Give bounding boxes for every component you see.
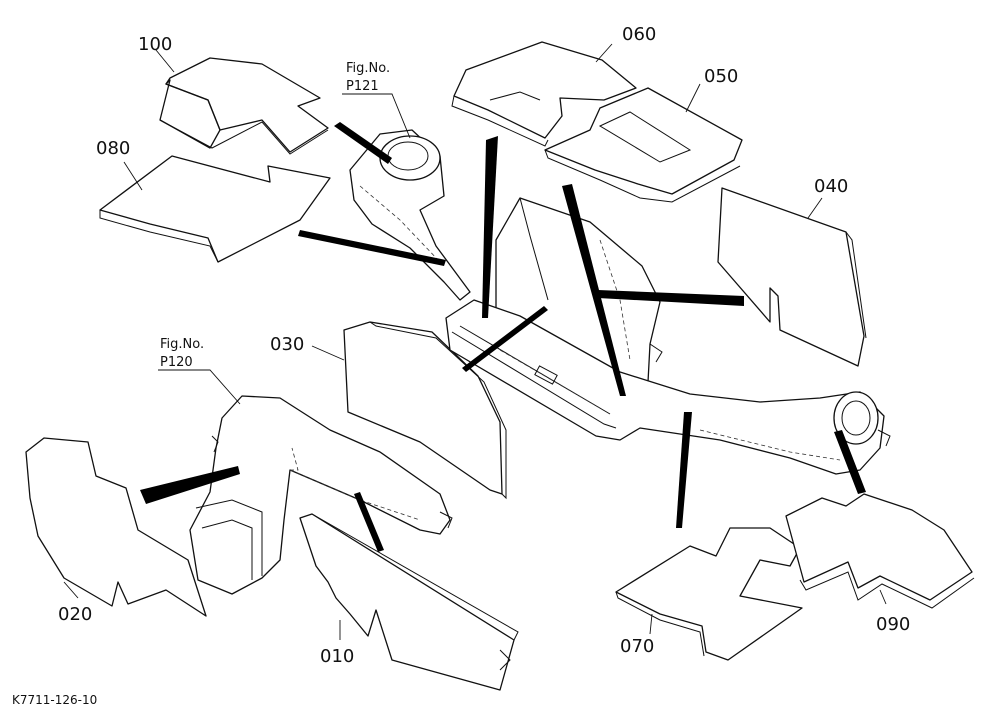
callout-090: 090 xyxy=(876,614,910,635)
leader-lines xyxy=(63,43,887,640)
callout-070: 070 xyxy=(620,636,654,657)
drawing-code: K7711-126-10 xyxy=(12,693,97,707)
fig-ref-top-line2: P121 xyxy=(346,79,379,94)
callout-020: 020 xyxy=(58,604,92,625)
part-010-panel xyxy=(299,513,519,691)
part-080-pad xyxy=(99,155,331,263)
fig-ref-left-line2: P120 xyxy=(160,355,193,370)
part-020-panel xyxy=(25,437,207,617)
callout-080: 080 xyxy=(96,138,130,159)
callout-050: 050 xyxy=(704,66,738,87)
fig-ref-left-line1: Fig.No. xyxy=(160,337,204,352)
part-060-pad xyxy=(451,41,637,147)
center-duct-assembly xyxy=(349,129,891,475)
callout-010: 010 xyxy=(320,646,354,667)
part-050-pad xyxy=(544,87,743,203)
attachment-wedges xyxy=(140,122,866,552)
callout-060: 060 xyxy=(622,24,656,45)
part-030-panel xyxy=(343,321,507,500)
part-040-panel xyxy=(717,187,867,367)
figure-reference-top: Fig.No. P121 xyxy=(346,61,390,94)
part-070-pad xyxy=(615,527,803,661)
figure-reference-left: Fig.No. P120 xyxy=(160,337,204,370)
callout-labels: 100 080 060 050 040 030 020 010 070 090 xyxy=(58,24,910,667)
callout-040: 040 xyxy=(814,176,848,197)
part-100-pad xyxy=(159,57,329,155)
callout-030: 030 xyxy=(270,334,304,355)
callout-100: 100 xyxy=(138,34,172,55)
part-090-pad xyxy=(785,493,975,609)
fig-ref-top-line1: Fig.No. xyxy=(346,61,390,76)
left-duct-assembly xyxy=(189,395,453,595)
